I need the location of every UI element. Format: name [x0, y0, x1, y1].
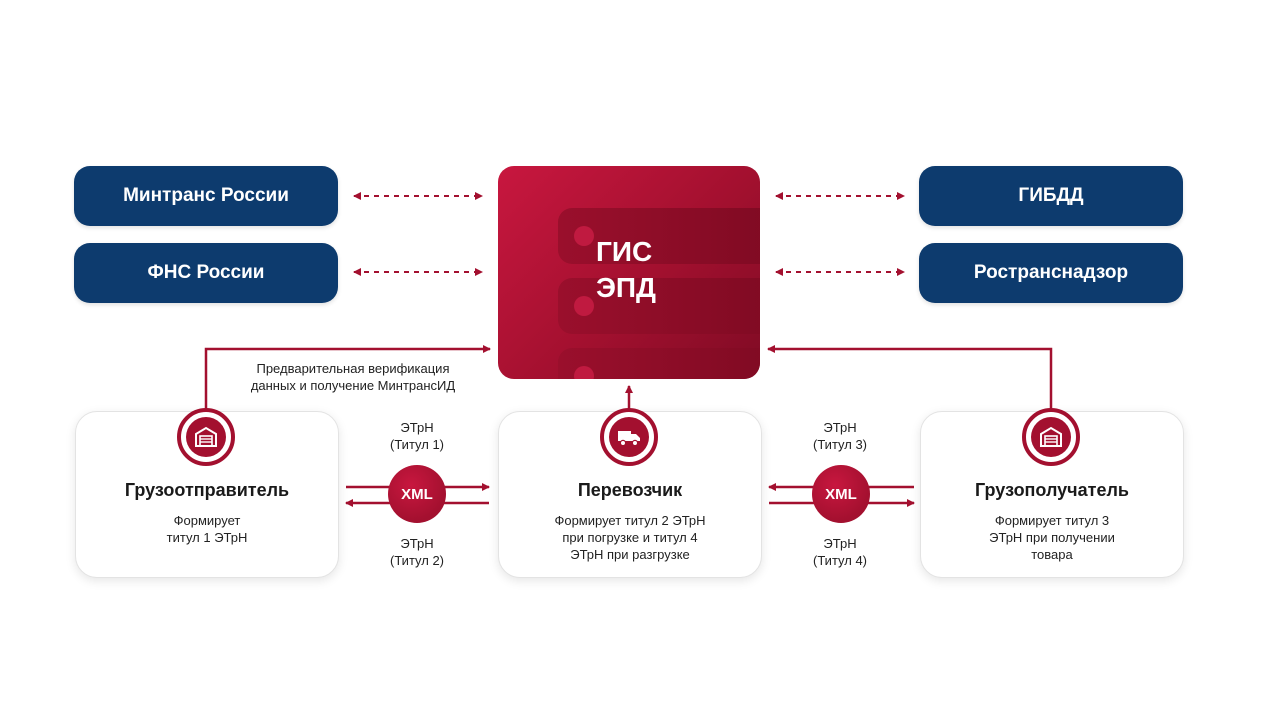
xml-badge-left: XML — [388, 465, 446, 523]
consignee-badge — [1022, 408, 1080, 466]
xml-label: XML — [825, 485, 857, 503]
server-dot — [574, 296, 594, 316]
verification-line1: Предварительная верификация — [256, 361, 450, 376]
gis-title-line1: ГИС — [596, 236, 653, 267]
label-title4: ЭТрН (Титул 4) — [791, 535, 889, 569]
label-line: (Титул 4) — [812, 553, 868, 568]
party-carrier: Перевозчик Формирует титул 2 ЭТрН при по… — [498, 411, 762, 578]
party-shipper-name: Грузоотправитель — [124, 480, 290, 500]
agency-mintrans: Минтранс России — [74, 166, 338, 226]
label-title2: ЭТрН (Титул 2) — [368, 535, 466, 569]
agency-fns-label: ФНС России — [147, 262, 265, 283]
agency-fns: ФНС России — [74, 243, 338, 303]
gis-epd-block: ГИС ЭПД — [498, 166, 760, 379]
agency-gibdd: ГИБДД — [919, 166, 1183, 226]
verification-line2: данных и получение МинтрансИД — [250, 378, 456, 393]
warehouse-icon — [1040, 426, 1062, 447]
party-shipper-desc: Формирует титул 1 ЭТрН — [96, 512, 318, 546]
agency-rostrans: Ространснадзор — [919, 243, 1183, 303]
label-line: (Титул 1) — [389, 437, 445, 452]
label-title1: ЭТрН (Титул 1) — [368, 419, 466, 453]
verification-label: Предварительная верификация данных и пол… — [226, 360, 480, 394]
label-line: ЭТрН — [400, 536, 434, 551]
server-dot — [574, 226, 594, 246]
desc-line: Формирует титул 2 ЭТрН — [554, 513, 706, 528]
agency-gibdd-label: ГИБДД — [1018, 185, 1084, 206]
gis-title: ГИС ЭПД — [596, 234, 656, 306]
desc-line: товара — [1031, 547, 1073, 562]
label-line: (Титул 2) — [389, 553, 445, 568]
xml-label: XML — [401, 485, 433, 503]
label-line: (Титул 3) — [812, 437, 868, 452]
desc-line: Формирует — [173, 513, 241, 528]
desc-line: Формирует титул 3 — [994, 513, 1110, 528]
gis-title-line2: ЭПД — [596, 272, 656, 303]
link-shipper-gis — [204, 345, 491, 410]
shipper-badge — [177, 408, 235, 466]
desc-line: ЭТрН при разгрузке — [570, 547, 690, 562]
server-dot — [574, 366, 594, 379]
party-consignee-name: Грузополучатель — [975, 480, 1129, 500]
label-title3: ЭТрН (Титул 3) — [791, 419, 889, 453]
xml-badge-right: XML — [812, 465, 870, 523]
desc-line: титул 1 ЭТрН — [166, 530, 248, 545]
party-carrier-desc: Формирует титул 2 ЭТрН при погрузке и ти… — [519, 512, 741, 563]
label-line: ЭТрН — [400, 420, 434, 435]
label-line: ЭТрН — [823, 536, 857, 551]
party-carrier-name: Перевозчик — [577, 480, 683, 500]
agency-rostrans-label: Ространснадзор — [973, 262, 1129, 283]
link-consignee-gis — [767, 345, 1053, 410]
party-consignee-desc: Формирует титул 3 ЭТрН при получении тов… — [941, 512, 1163, 563]
carrier-badge — [600, 408, 658, 466]
desc-line: ЭТрН при получении — [989, 530, 1115, 545]
label-line: ЭТрН — [823, 420, 857, 435]
desc-line: при погрузке и титул 4 — [562, 530, 698, 545]
agency-mintrans-label: Минтранс России — [123, 185, 289, 206]
truck-icon — [618, 431, 640, 447]
warehouse-icon — [195, 426, 217, 447]
